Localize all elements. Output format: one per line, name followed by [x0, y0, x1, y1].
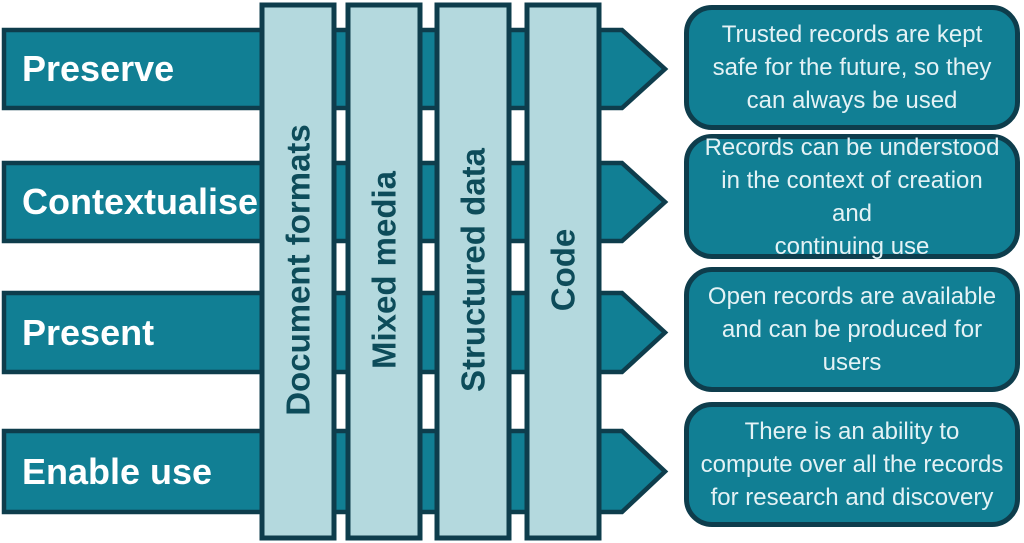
bar-shape-mixed-media: [345, 2, 423, 541]
outcome-text-present: Open records are available and can be pr…: [707, 283, 997, 376]
outcome-text-contextualise: Records can be understood in the context…: [704, 133, 1000, 260]
row-label-present: Present: [22, 311, 155, 353]
bar-label-mixed-media: Mixed media: [365, 170, 403, 370]
outcome-text-enable-use: There is an ability to compute over all …: [700, 418, 1004, 511]
bar-shape-structured-data: [434, 2, 512, 541]
outcome-box-contextualise: Records can be understood in the context…: [684, 134, 1020, 260]
outcome-box-present: Open records are available and can be pr…: [684, 267, 1020, 392]
outcome-text-preserve: Trusted records are kept safe for the fu…: [712, 21, 992, 114]
bar-label-document-formats: Document formats: [279, 124, 317, 416]
bar-shape-code: [524, 2, 602, 541]
row-label-preserve: Preserve: [22, 48, 175, 89]
outcome-box-preserve: Trusted records are kept safe for the fu…: [684, 5, 1020, 130]
row-label-contextualise: Contextualise: [22, 181, 259, 222]
row-label-enable-use: Enable use: [22, 450, 213, 492]
bar-shape-document-formats: [259, 2, 337, 541]
outcome-box-enable-use: There is an ability to compute over all …: [684, 402, 1020, 527]
bar-label-code: Code: [544, 228, 582, 312]
bar-label-structured-data: Structured data: [454, 148, 492, 392]
